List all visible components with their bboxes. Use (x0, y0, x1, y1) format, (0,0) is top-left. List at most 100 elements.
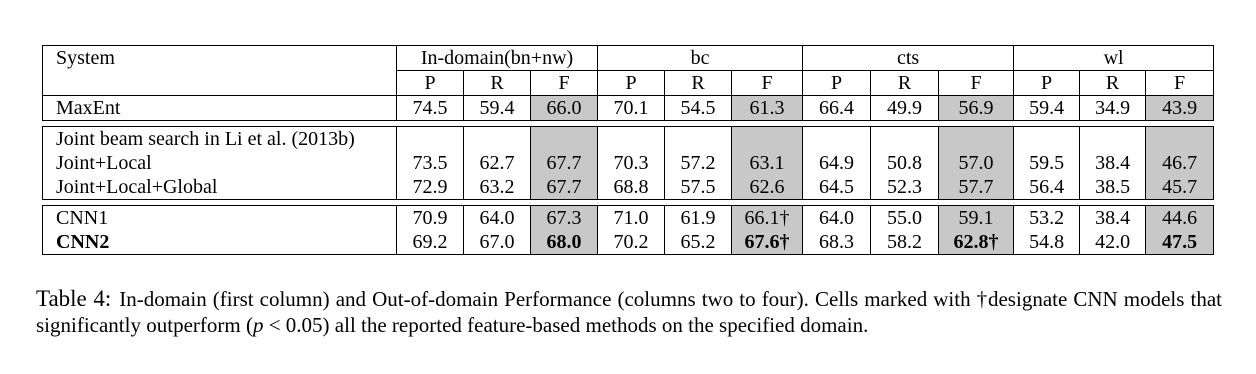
value-cell: 69.2 (396, 230, 464, 255)
metric-header-r: R (870, 70, 940, 96)
value-cell: 47.5 (1145, 230, 1215, 255)
empty-cell (802, 126, 872, 151)
value-cell: 57.2 (664, 151, 733, 175)
value-cell: 34.9 (1079, 95, 1147, 121)
caption-p-variable: p (252, 313, 264, 337)
value-cell: 63.2 (463, 175, 531, 200)
metric-header-p: P (1013, 70, 1081, 96)
value-cell: 68.3 (802, 230, 872, 255)
value-cell: 54.8 (1013, 230, 1081, 255)
value-cell: 66.4 (802, 95, 872, 121)
metric-header-r: R (463, 70, 531, 96)
value-cell: 63.1 (731, 151, 804, 175)
system-name: Joint+Local+Global (42, 175, 397, 200)
value-cell: 43.9 (1145, 95, 1215, 121)
value-cell: 46.7 (1145, 151, 1215, 175)
value-cell: 74.5 (396, 95, 464, 121)
value-cell: 59.5 (1013, 151, 1081, 175)
value-cell: 62.8† (938, 230, 1015, 255)
value-cell: 64.0 (463, 205, 531, 230)
caption-label: Table 4: (36, 286, 112, 311)
system-name: Joint+Local (42, 151, 397, 175)
value-cell: 56.4 (1013, 175, 1081, 200)
caption-p-relation: < 0.05 (263, 313, 323, 337)
value-cell: 64.9 (802, 151, 872, 175)
metric-header-f: F (1145, 70, 1215, 96)
empty-cell (731, 126, 804, 151)
metric-header-f: F (938, 70, 1015, 96)
value-cell: 66.0 (529, 95, 599, 121)
value-cell: 73.5 (396, 151, 464, 175)
caption-text-2: ) all the reported feature-based methods… (322, 313, 869, 337)
empty-cell (1145, 126, 1215, 151)
value-cell: 59.1 (938, 205, 1015, 230)
group-header-cts: cts (802, 45, 1015, 71)
value-cell: 68.0 (529, 230, 599, 255)
empty-cell (1013, 126, 1081, 151)
metric-header-r: R (1079, 70, 1147, 96)
value-cell: 57.0 (938, 151, 1015, 175)
value-cell: 62.6 (731, 175, 804, 200)
value-cell: 38.4 (1079, 151, 1147, 175)
value-cell: 55.0 (870, 205, 940, 230)
group-header-wl: wl (1013, 45, 1215, 71)
value-cell: 57.5 (664, 175, 733, 200)
value-cell: 67.3 (529, 205, 599, 230)
value-cell: 38.5 (1079, 175, 1147, 200)
section-header-row: Joint beam search in Li et al. (2013b) (42, 126, 1215, 151)
value-cell: 45.7 (1145, 175, 1215, 200)
value-cell: 64.5 (802, 175, 872, 200)
group-header-in-domain: In-domain(bn+nw) (395, 45, 599, 71)
value-cell: 70.9 (396, 205, 464, 230)
value-cell: 70.2 (597, 230, 666, 255)
empty-cell (463, 126, 531, 151)
value-cell: 70.1 (597, 95, 666, 121)
value-cell: 38.4 (1079, 205, 1147, 230)
value-cell: 42.0 (1079, 230, 1147, 255)
metric-header-f: F (529, 70, 599, 96)
empty-cell (870, 126, 940, 151)
value-cell: 49.9 (870, 95, 940, 121)
value-cell: 52.3 (870, 175, 940, 200)
empty-cell (597, 126, 666, 151)
metric-header-r: R (664, 70, 733, 96)
value-cell: 67.6† (731, 230, 804, 255)
empty-cell (938, 126, 1015, 151)
value-cell: 57.7 (938, 175, 1015, 200)
value-cell: 64.0 (802, 205, 872, 230)
value-cell: 65.2 (664, 230, 733, 255)
value-cell: 59.4 (463, 95, 531, 121)
value-cell: 44.6 (1145, 205, 1215, 230)
section-header: Joint beam search in Li et al. (2013b) (42, 126, 397, 151)
metric-header-f: F (731, 70, 804, 96)
empty-cell (1079, 126, 1147, 151)
value-cell: 54.5 (664, 95, 733, 121)
system-name: MaxEnt (42, 95, 397, 121)
value-cell: 50.8 (870, 151, 940, 175)
value-cell: 67.0 (463, 230, 531, 255)
caption-text-1: In-domain (first column) and Out-of-doma… (36, 287, 1222, 337)
value-cell: 70.3 (597, 151, 666, 175)
value-cell: 68.8 (597, 175, 666, 200)
value-cell: 67.7 (529, 175, 599, 200)
value-cell: 67.7 (529, 151, 599, 175)
group-header-bc: bc (597, 45, 804, 71)
table-caption: Table 4:In-domain (first column) and Out… (36, 286, 1222, 338)
metric-header-p: P (802, 70, 872, 96)
system-name: CNN1 (42, 205, 397, 230)
empty-cell (664, 126, 733, 151)
system-header: System (42, 45, 397, 71)
empty-cell (529, 126, 599, 151)
system-name: CNN2 (42, 230, 397, 255)
metric-header-p: P (597, 70, 666, 96)
system-header-blank (42, 70, 397, 96)
value-cell: 71.0 (597, 205, 666, 230)
value-cell: 56.9 (938, 95, 1015, 121)
value-cell: 66.1† (731, 205, 804, 230)
